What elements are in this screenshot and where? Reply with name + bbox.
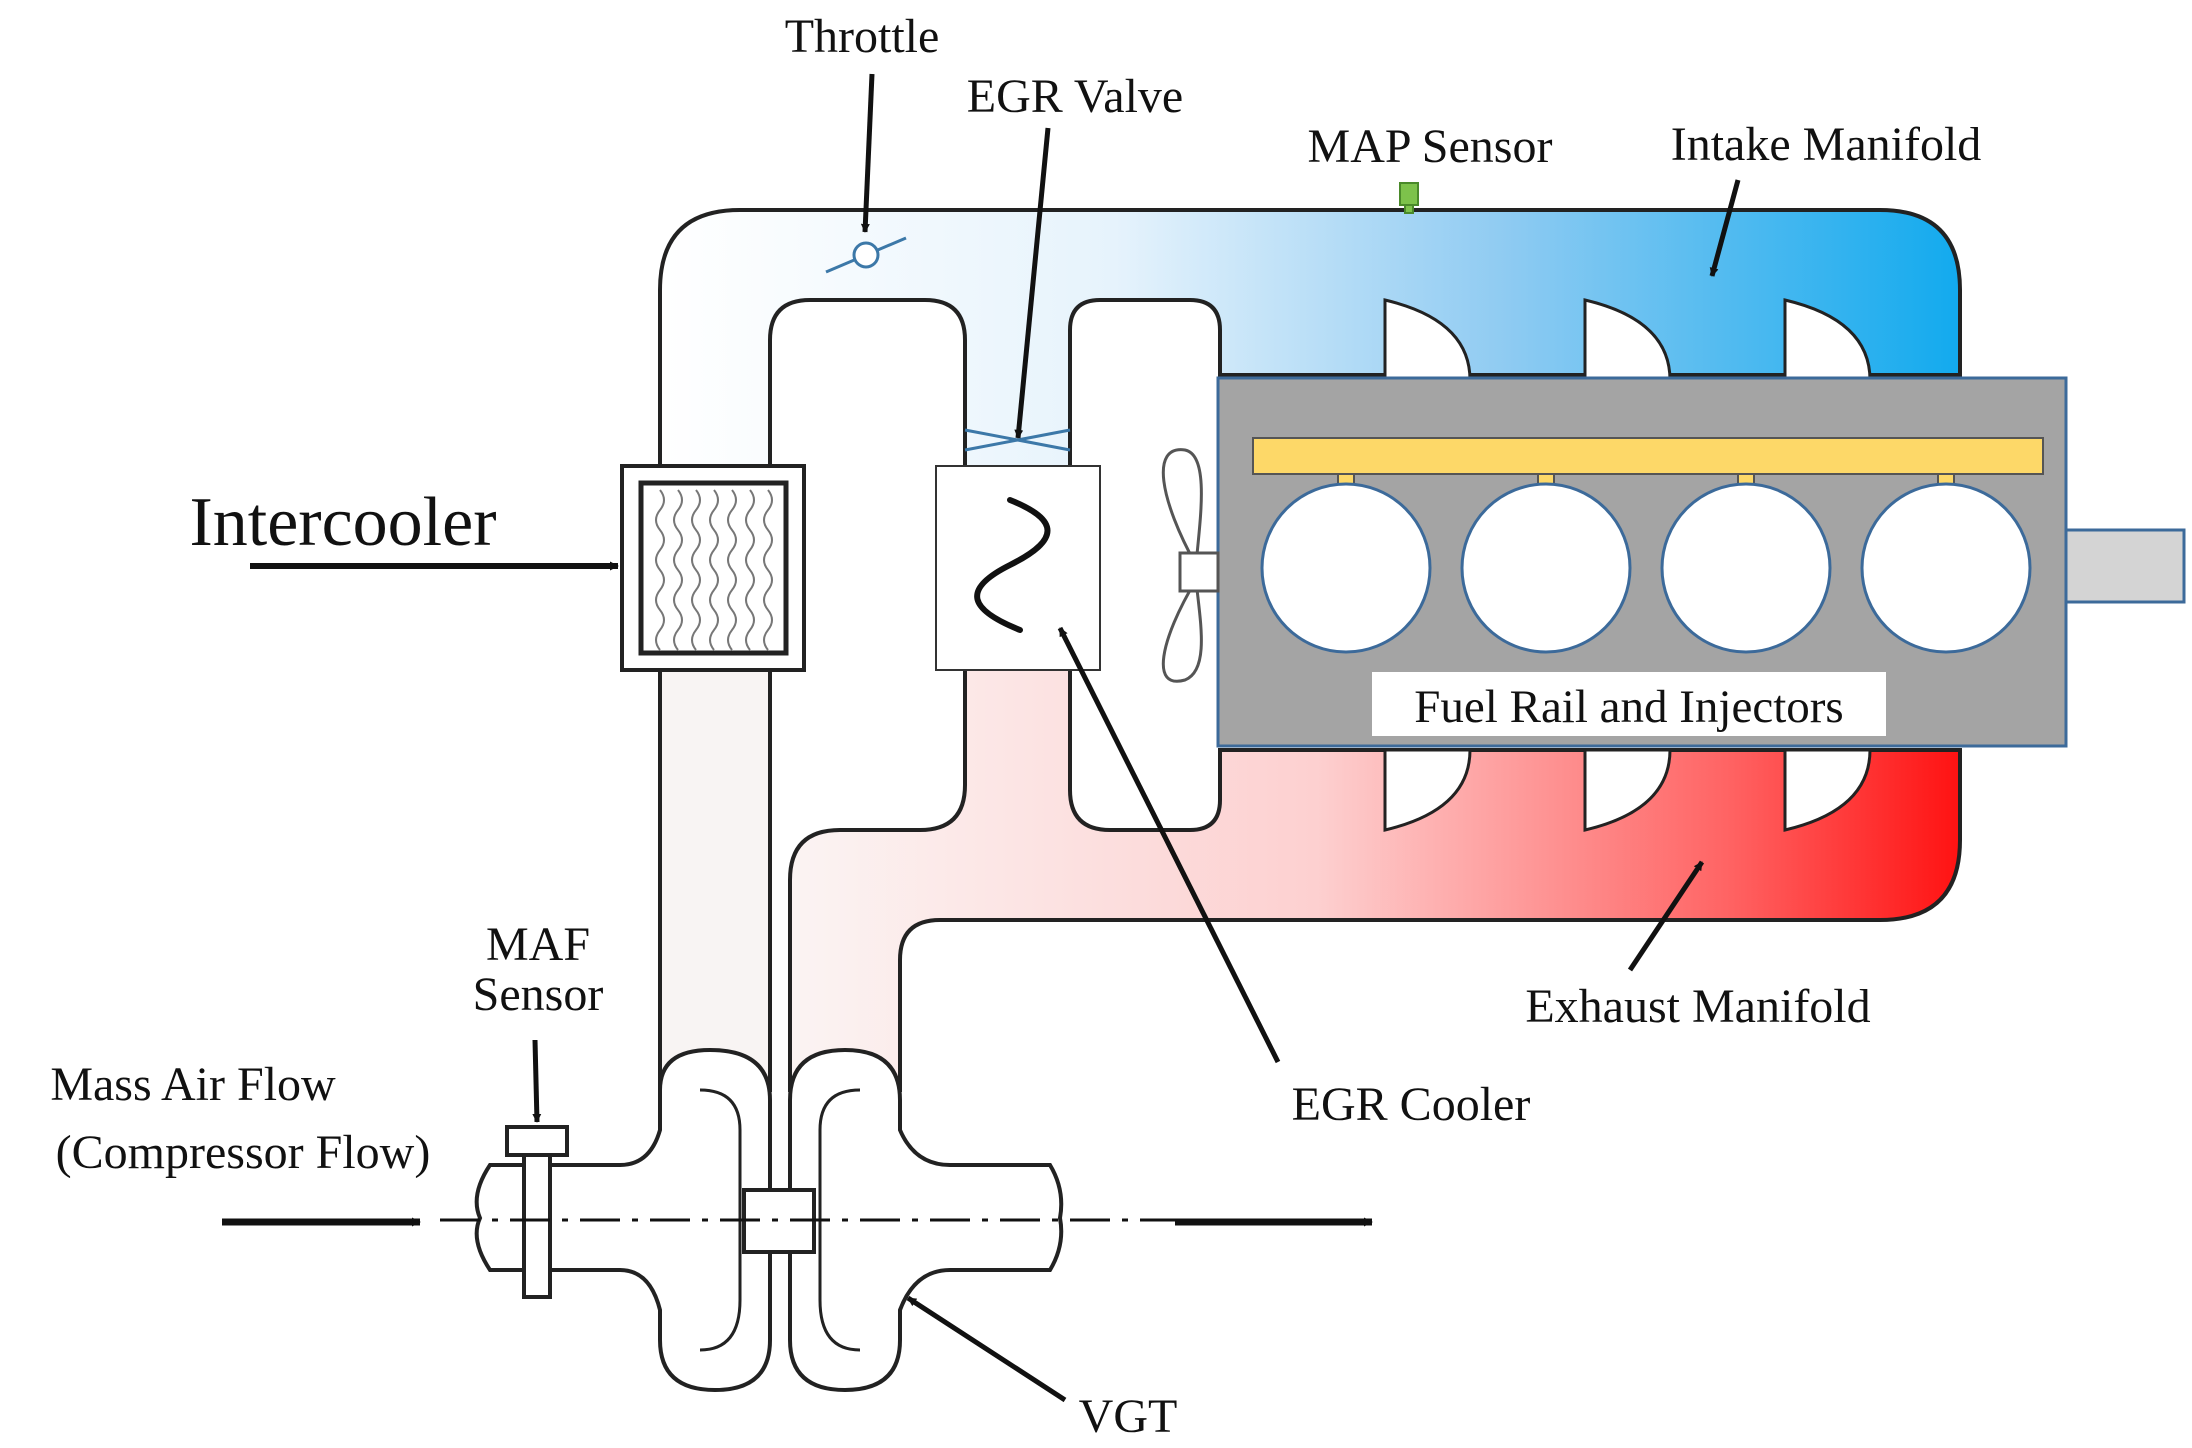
intake-manifold-pointer (1709, 179, 1741, 277)
intercooler-label: Intercooler (189, 484, 496, 561)
egr-valve-pointer (1014, 127, 1051, 439)
maf-sensor-label-line2: Sensor (473, 968, 604, 1021)
turbocharger (474, 1047, 1064, 1393)
maf-sensor-label-line1: MAF (486, 918, 590, 971)
intake-pipe-fill (658, 208, 1962, 1092)
mass-air-flow-label-line2: (Compressor Flow) (56, 1126, 431, 1179)
exhaust-manifold-pointer (1627, 860, 1705, 972)
map-sensor-icon (1399, 182, 1419, 214)
maf-sensor-pointer (532, 1039, 542, 1123)
intercooler (620, 464, 806, 672)
exhaust-manifold-label: Exhaust Manifold (1525, 980, 1870, 1033)
intercooler-fins (655, 489, 773, 651)
fuel-rail (1252, 437, 2044, 475)
intake-manifold (658, 208, 1962, 1092)
egr-valve-label: EGR Valve (967, 70, 1183, 123)
exhaust-ports (1383, 748, 1872, 832)
egr-cooler-pointer (1057, 626, 1281, 1064)
throttle-label: Throttle (785, 10, 940, 63)
vgt-pointer (906, 1295, 1067, 1403)
compressor-outlet-pipe (658, 658, 772, 1092)
throttle-icon (825, 236, 907, 274)
throttle-pointer (860, 73, 875, 233)
vgt-label: VGT (1079, 1390, 1178, 1443)
mass-air-flow-label-line1: Mass Air Flow (50, 1058, 336, 1111)
egr-cooler-label: EGR Cooler (1292, 1078, 1531, 1131)
label-pointers (250, 73, 1741, 1403)
engine-block: Fuel Rail and Injectors (1216, 376, 2186, 748)
maf-sensor-icon (505, 1125, 569, 1299)
cylinders (1260, 482, 2032, 654)
fan-icon (1161, 448, 1220, 683)
egr-cooler (935, 465, 1101, 671)
turbine-housing (788, 1047, 1064, 1393)
fuel-rail-label-bg (1372, 672, 1886, 736)
map-sensor-label: MAP Sensor (1308, 120, 1553, 173)
compressor-housing (474, 1047, 772, 1393)
fuel-rail-label: Fuel Rail and Injectors (1414, 681, 1843, 733)
intake-manifold-label: Intake Manifold (1671, 118, 1982, 171)
egr-valve-icon (964, 428, 1071, 452)
egr-cooler-coil (974, 497, 1051, 633)
crankshaft-output (2064, 528, 2186, 604)
